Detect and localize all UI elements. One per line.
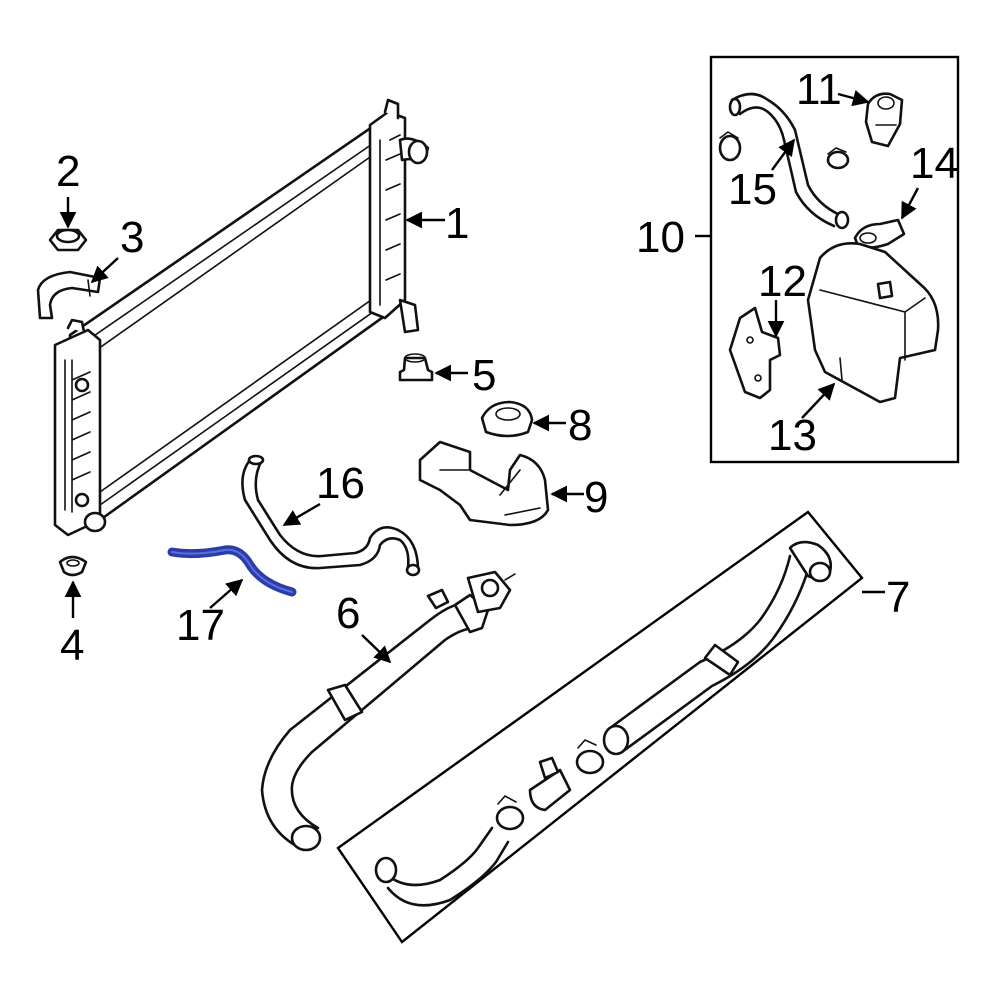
callout-2: 2 — [56, 147, 80, 196]
lower-hose[interactable] — [260, 570, 516, 852]
callout-3: 3 — [120, 213, 144, 262]
leader-lines — [59, 89, 920, 664]
reservoir-bracket[interactable] — [728, 306, 782, 400]
grommet[interactable] — [398, 353, 434, 382]
callout-7: 7 — [886, 573, 910, 622]
callout-6: 6 — [336, 589, 360, 638]
callout-16: 16 — [316, 459, 365, 508]
callout-14: 14 — [910, 139, 959, 188]
overflow-hose[interactable] — [728, 92, 850, 230]
insulator[interactable] — [58, 555, 88, 577]
callout-1: 1 — [445, 199, 469, 248]
hose-clamp-right[interactable] — [826, 147, 850, 170]
radiator-cap[interactable] — [480, 400, 534, 438]
upper-bracket[interactable] — [418, 440, 550, 527]
hose-17-highlighted[interactable] — [167, 545, 297, 597]
callout-15: 15 — [728, 165, 777, 214]
hose-assembly-7[interactable] — [336, 510, 864, 944]
radiator[interactable] — [53, 98, 430, 537]
callout-4: 4 — [60, 621, 84, 670]
connector[interactable] — [864, 92, 904, 148]
callout-13: 13 — [768, 411, 817, 460]
callout-11: 11 — [796, 65, 842, 114]
callout-5: 5 — [472, 351, 496, 400]
mount-bracket[interactable] — [36, 270, 102, 320]
hose-clamp-left[interactable] — [718, 131, 742, 162]
callout-9: 9 — [584, 473, 608, 522]
callout-12: 12 — [758, 257, 807, 306]
reservoir-kit-frame — [709, 55, 960, 464]
nut[interactable] — [48, 228, 88, 252]
hose-16[interactable] — [241, 454, 421, 577]
callout-8: 8 — [568, 401, 592, 450]
callout-17: 17 — [176, 601, 225, 650]
reservoir-tank[interactable] — [806, 242, 940, 404]
callout-10: 10 — [636, 213, 685, 262]
